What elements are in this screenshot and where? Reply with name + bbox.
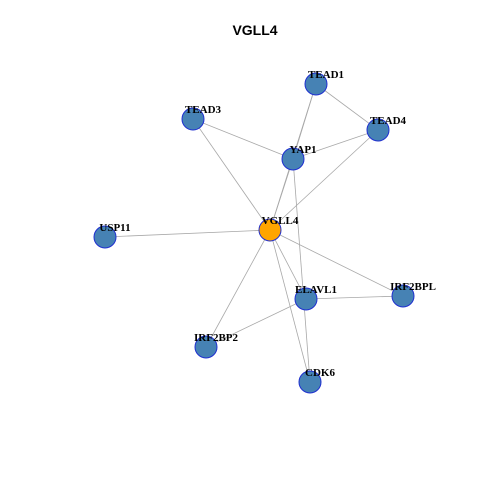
- node-tead1[interactable]: [304, 72, 328, 96]
- node-usp11[interactable]: [93, 225, 117, 249]
- node-label-tead3: TEAD3: [185, 104, 222, 116]
- edge-vgll4-irf2bp2: [205, 229, 271, 348]
- node-label-yap1: YAP1: [289, 144, 316, 156]
- node-tead3[interactable]: [181, 107, 205, 131]
- node-elavl1[interactable]: [294, 287, 318, 311]
- edge-tead3-yap1: [192, 118, 294, 160]
- edge-vgll4-irf2bpl: [269, 229, 404, 297]
- node-label-tead1: TEAD1: [308, 69, 344, 81]
- node-label-usp11: USP11: [99, 222, 130, 234]
- node-vgll4[interactable]: [258, 218, 282, 242]
- edge-tead1-yap1: [292, 83, 317, 160]
- node-irf2bp2[interactable]: [194, 335, 218, 359]
- node-layer: [93, 72, 415, 394]
- graph-title: VGLL4: [232, 22, 277, 38]
- edge-vgll4-yap1: [269, 158, 294, 231]
- edge-vgll4-cdk6: [269, 229, 311, 383]
- node-label-irf2bpl: IRF2BPL: [390, 281, 436, 293]
- node-irf2bpl[interactable]: [391, 284, 415, 308]
- edge-vgll4-tead3: [192, 118, 271, 231]
- edge-layer: [104, 83, 404, 383]
- edge-elavl1-irf2bp2: [205, 298, 307, 348]
- edge-elavl1-irf2bpl: [305, 295, 404, 300]
- node-cdk6[interactable]: [298, 370, 322, 394]
- node-label-elavl1: ELAVL1: [295, 284, 337, 296]
- edge-tead1-tead4: [315, 83, 379, 131]
- edge-yap1-cdk6: [292, 158, 311, 383]
- edge-vgll4-usp11: [104, 229, 271, 238]
- node-label-tead4: TEAD4: [370, 115, 407, 127]
- node-tead4[interactable]: [366, 118, 390, 142]
- edge-vgll4-elavl1: [269, 229, 307, 300]
- node-label-irf2bp2: IRF2BP2: [194, 332, 239, 344]
- edge-tead4-yap1: [292, 129, 379, 160]
- edge-vgll4-tead4: [269, 129, 379, 231]
- node-label-vgll4: VGLL4: [262, 215, 299, 227]
- node-label-cdk6: CDK6: [305, 367, 335, 379]
- node-yap1[interactable]: [281, 147, 305, 171]
